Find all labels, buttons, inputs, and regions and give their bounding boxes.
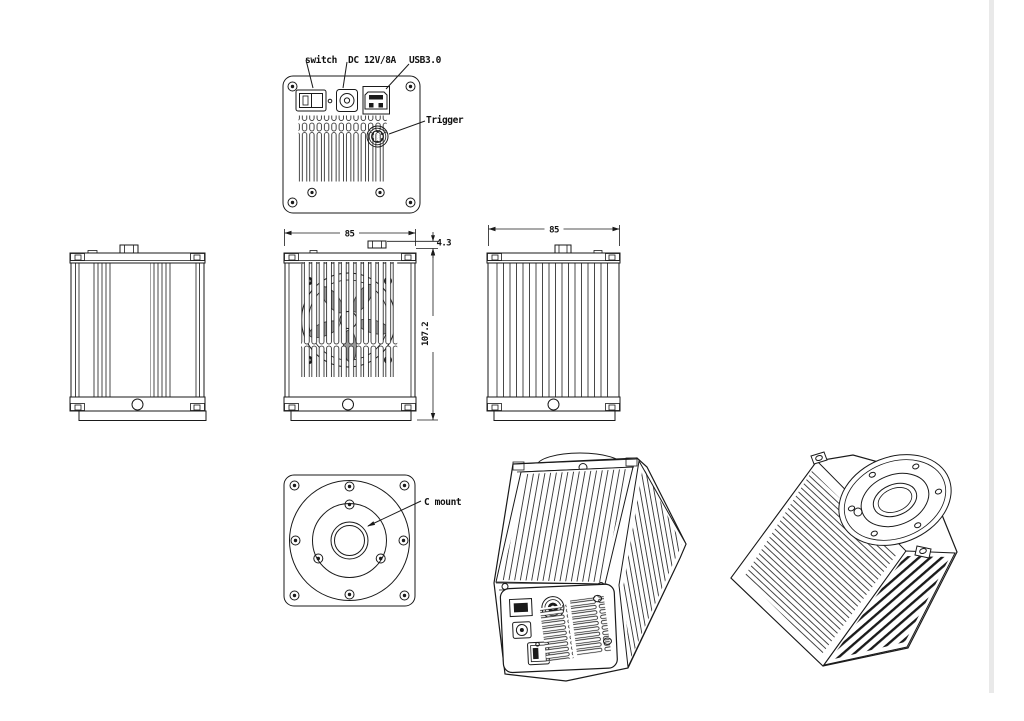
leader-trigger — [388, 120, 426, 135]
leader-switch — [305, 59, 314, 89]
dimension-rear-width: 85 — [284, 227, 416, 246]
fin-array — [495, 263, 612, 397]
mount-hole — [593, 594, 603, 603]
base-strip — [290, 410, 412, 421]
label-trigger: Trigger — [426, 115, 464, 126]
c-mount-opening — [330, 521, 369, 560]
label-usb: USB3.0 — [409, 55, 442, 66]
rear-connector-panel — [499, 583, 618, 674]
usb-port — [362, 86, 390, 115]
dimension-body-height: 107.2 — [417, 248, 438, 421]
top-tab — [554, 244, 572, 254]
leader-dc — [342, 61, 348, 89]
view-front: C mount — [283, 474, 462, 607]
rear-panel-callouts: switch DC 12V/8A USB3.0 Trigger — [305, 55, 464, 135]
tripod-hole — [342, 398, 354, 411]
face-screw-hole — [853, 507, 863, 517]
label-switch: switch — [305, 55, 337, 66]
view-side-left — [69, 244, 207, 421]
mount-hole — [602, 637, 612, 645]
base-strip — [493, 410, 616, 421]
tripod-hole — [131, 398, 144, 411]
corner-tab — [810, 451, 932, 559]
corner-screw-icon — [287, 81, 416, 208]
dim-tab-height-text: 4.3 — [437, 239, 452, 249]
front-flange — [838, 454, 952, 546]
dim-side-width-text: 85 — [549, 226, 559, 236]
usb-port — [508, 598, 533, 618]
c-mount-callout: C mount — [367, 497, 462, 527]
dim-rear-width-text: 85 — [345, 230, 355, 240]
view-rear-fan: 85 4.3 107.2 — [283, 227, 452, 421]
view-rear-panel: switch DC 12V/8A USB3.0 Trigger — [282, 55, 464, 214]
top-tab — [367, 240, 387, 249]
vent-slots — [539, 594, 611, 662]
dim-body-height-text: 107.2 — [421, 322, 431, 346]
label-dc-power: DC 12V/8A — [348, 55, 397, 66]
view-isometric-rear — [493, 452, 687, 682]
fin-group-right — [150, 263, 171, 397]
fin-group-left — [93, 263, 113, 397]
c-mount-opening — [872, 482, 918, 518]
flange-screw-holes — [847, 463, 943, 537]
bottom-screws — [307, 187, 385, 198]
page-edge — [989, 0, 994, 693]
flange-screws — [290, 481, 409, 600]
label-c-mount: C mount — [424, 497, 461, 508]
power-switch — [295, 89, 327, 112]
top-tab — [119, 244, 139, 254]
corner-screw-icon — [289, 480, 410, 601]
vent-grill — [301, 262, 398, 377]
dimension-side-width: 85 — [488, 223, 620, 246]
base-strip — [78, 410, 207, 421]
view-side-right: 85 — [486, 223, 621, 421]
led-indicator — [327, 98, 333, 104]
dc-power-jack — [512, 621, 532, 639]
tripod-hole — [547, 398, 560, 411]
leader-usb — [385, 63, 410, 90]
leader-c-mount — [367, 500, 422, 527]
dc-power-jack — [336, 89, 358, 112]
view-isometric-front — [730, 451, 958, 667]
vent-slots — [298, 115, 387, 182]
